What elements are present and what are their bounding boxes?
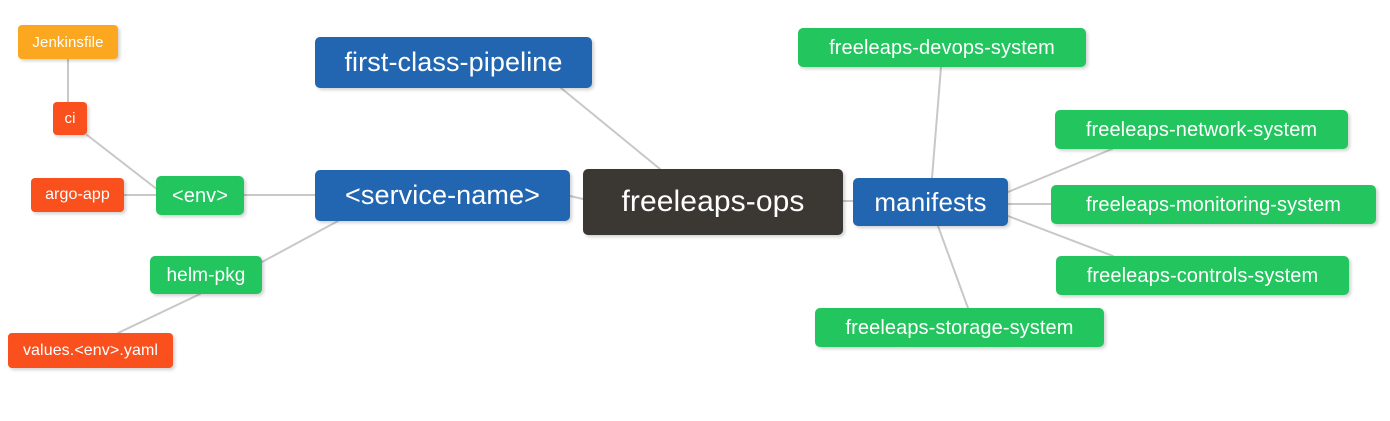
node-label-freeleaps-controls-system: freeleaps-controls-system bbox=[1086, 264, 1319, 287]
node-label-service-name: <service-name> bbox=[345, 180, 540, 210]
node-env[interactable]: <env> bbox=[156, 176, 244, 215]
node-label-ci: ci bbox=[64, 110, 76, 127]
edge-manifests-to-freeleaps-storage-system bbox=[937, 225, 969, 309]
node-jenkinsfile[interactable]: Jenkinsfile bbox=[18, 25, 118, 59]
node-label-helm-pkg: helm-pkg bbox=[166, 264, 246, 286]
node-freeleaps-network-system[interactable]: freeleaps-network-system bbox=[1055, 110, 1348, 149]
node-ci[interactable]: ci bbox=[53, 102, 87, 135]
edge-first-class-pipeline-to-freeleaps-ops bbox=[560, 87, 661, 170]
node-freeleaps-storage-system[interactable]: freeleaps-storage-system bbox=[815, 308, 1104, 347]
edge-freeleaps-devops-system-to-manifests bbox=[931, 66, 942, 179]
node-argo-app[interactable]: argo-app bbox=[31, 178, 124, 212]
node-freeleaps-controls-system[interactable]: freeleaps-controls-system bbox=[1056, 256, 1349, 295]
node-label-manifests: manifests bbox=[874, 187, 987, 217]
node-service-name[interactable]: <service-name> bbox=[315, 170, 570, 221]
node-label-jenkinsfile: Jenkinsfile bbox=[32, 33, 104, 51]
node-helm-pkg[interactable]: helm-pkg bbox=[150, 256, 262, 294]
node-freeleaps-devops-system[interactable]: freeleaps-devops-system bbox=[798, 28, 1086, 67]
edge-service-name-to-freeleaps-ops bbox=[569, 195, 584, 200]
node-label-freeleaps-storage-system: freeleaps-storage-system bbox=[845, 316, 1074, 339]
node-first-class-pipeline[interactable]: first-class-pipeline bbox=[315, 37, 592, 88]
node-label-first-class-pipeline: first-class-pipeline bbox=[344, 47, 563, 77]
node-manifests[interactable]: manifests bbox=[853, 178, 1008, 226]
node-freeleaps-monitoring-system[interactable]: freeleaps-monitoring-system bbox=[1051, 185, 1376, 224]
node-label-env: <env> bbox=[171, 184, 229, 207]
node-label-freeleaps-ops: freeleaps-ops bbox=[621, 185, 805, 218]
edge-service-name-to-helm-pkg bbox=[261, 220, 339, 263]
node-label-freeleaps-network-system: freeleaps-network-system bbox=[1085, 118, 1318, 141]
node-label-values-yaml: values.<env>.yaml bbox=[22, 341, 159, 359]
node-values-yaml[interactable]: values.<env>.yaml bbox=[8, 333, 173, 368]
node-label-freeleaps-monitoring-system: freeleaps-monitoring-system bbox=[1085, 193, 1341, 216]
edge-helm-pkg-to-values-yaml bbox=[117, 293, 201, 334]
node-label-freeleaps-devops-system: freeleaps-devops-system bbox=[829, 36, 1055, 59]
node-label-argo-app: argo-app bbox=[45, 186, 110, 203]
node-freeleaps-ops[interactable]: freeleaps-ops bbox=[583, 169, 843, 235]
